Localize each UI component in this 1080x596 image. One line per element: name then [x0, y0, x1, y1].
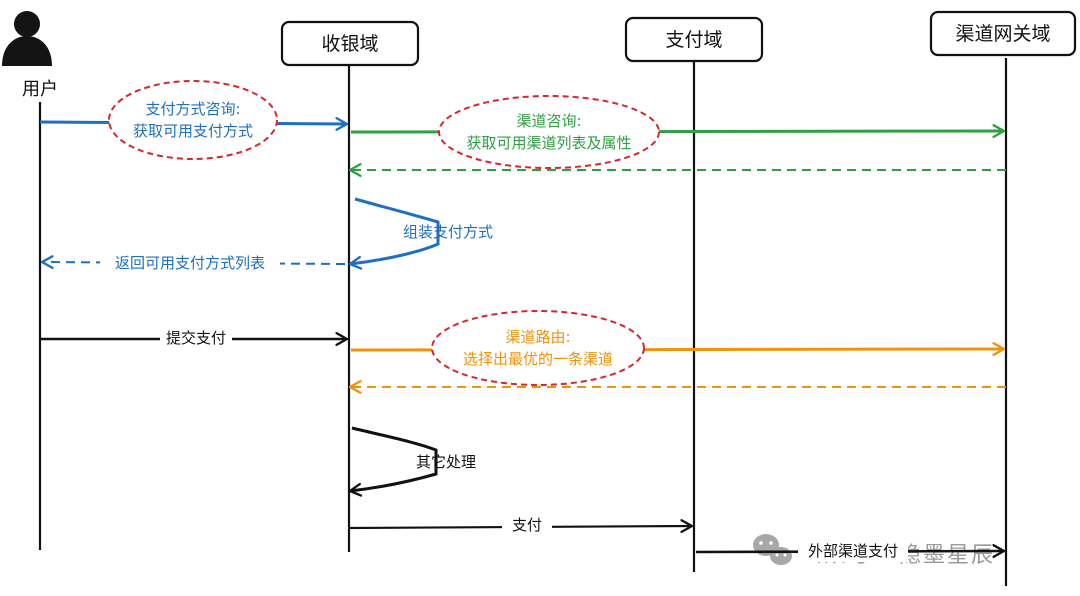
message-label-line-1: 渠道路由:	[505, 328, 570, 346]
message-arrow	[348, 197, 440, 270]
label-backdrop	[100, 252, 280, 274]
actor-cashier-box	[280, 20, 420, 67]
message-label: 支付	[512, 516, 542, 534]
message-label-line-2: 获取可用支付方式	[133, 122, 253, 140]
message-pay: 支付	[348, 515, 694, 537]
message-label-line-1: 渠道咨询:	[516, 112, 581, 130]
message-label-line-2: 获取可用渠道列表及属性	[466, 134, 631, 152]
message-label-line-1: 支付方式咨询:	[145, 100, 240, 118]
highlight-ellipse	[108, 80, 278, 160]
message-channel-query: 渠道咨询: 获取可用渠道列表及属性	[350, 95, 1006, 169]
message-label: 返回可用支付方式列表	[115, 254, 265, 272]
label-backdrop	[502, 515, 552, 537]
message-channel-routing: 渠道路由: 选择出最优的一条渠道	[350, 310, 1006, 386]
message-external-channel-pay: 外部渠道支付	[695, 540, 1006, 562]
actor-payment-box	[624, 16, 764, 63]
actor-gateway-box	[929, 10, 1077, 57]
actor-user-label: 用户	[22, 79, 58, 100]
message-other-processing: 其它处理	[348, 426, 476, 497]
actor-gateway-label: 渠道网关域	[955, 23, 1050, 45]
highlight-ellipse	[431, 310, 645, 386]
highlight-ellipse	[438, 95, 660, 169]
message-label: 提交支付	[166, 329, 226, 347]
message-label: 组装支付方式	[403, 223, 493, 241]
actor-payment-label: 支付域	[665, 29, 722, 51]
message-arrow	[348, 426, 438, 497]
actor-cashier-label: 收银域	[321, 33, 378, 55]
person-icon	[2, 11, 52, 66]
message-label-line-2: 选择出最优的一条渠道	[463, 350, 613, 368]
wechat-icon	[753, 534, 792, 565]
message-label: 外部渠道支付	[808, 542, 898, 560]
actor-cashier: 收银域	[280, 20, 420, 67]
message-label: 其它处理	[416, 453, 476, 471]
message-return-methods: 返回可用支付方式列表	[40, 252, 346, 274]
actor-user: 用户	[2, 11, 58, 100]
message-submit-payment: 提交支付	[40, 328, 349, 350]
actor-payment: 支付域	[624, 16, 764, 63]
actor-gateway: 渠道网关域	[929, 10, 1077, 57]
lifelines	[38, 58, 1008, 586]
label-backdrop	[160, 328, 232, 350]
label-backdrop	[798, 540, 908, 562]
message-payment-method-query: 支付方式咨询: 获取可用支付方式	[39, 80, 349, 160]
message-assemble-methods: 组装支付方式	[348, 197, 493, 270]
